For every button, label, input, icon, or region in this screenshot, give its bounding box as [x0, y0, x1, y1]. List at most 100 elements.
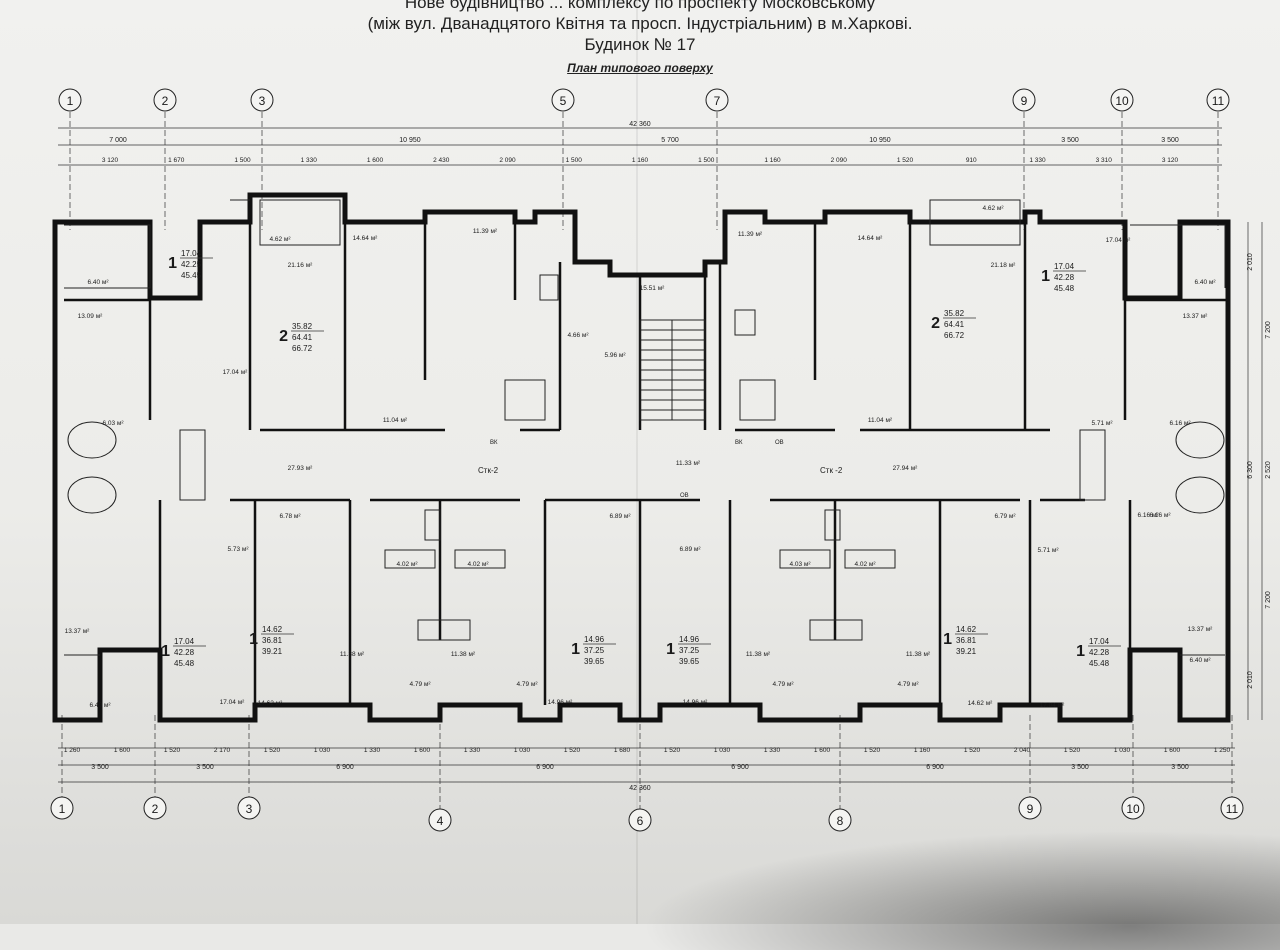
apartment-room-count: 1 — [571, 641, 580, 658]
outer-wall — [52, 192, 1231, 723]
dim-bottom-1: 1 330 — [464, 747, 481, 754]
room-area: 11.38 м² — [906, 651, 931, 658]
dim-bottom-2: 3 500 — [1071, 764, 1089, 771]
room-area: 4.02 м² — [467, 561, 489, 568]
room-area: 6.78 м² — [279, 513, 301, 520]
title-line-3: Будинок № 17 — [584, 35, 696, 54]
apartment-area-c: 66.72 — [944, 331, 965, 340]
dim-bottom-1: 1 030 — [314, 747, 331, 754]
axis-label-bottom: 3 — [246, 802, 253, 816]
dim-bottom-2: 6 900 — [536, 764, 554, 771]
dim-right: 7 200 — [1265, 321, 1272, 339]
dim-top-3: 1 330 — [1029, 157, 1046, 164]
apartment-area-c: 39.21 — [956, 647, 977, 656]
ov-label-2: ОВ — [680, 493, 689, 499]
apartment-area-c: 45.48 — [1089, 659, 1110, 668]
dim-bottom-1: 1 600 — [814, 747, 831, 754]
room-area: 15.51 м² — [640, 285, 666, 292]
vk-label-1: ВК — [490, 440, 498, 446]
axis-marker-bottom — [1121, 796, 1145, 820]
room-area: 5.96 м² — [604, 352, 626, 359]
dim-bottom-1: 1 520 — [964, 747, 981, 754]
dim-top-3: 2 090 — [831, 157, 848, 164]
vk-label-2: ВК — [735, 440, 743, 446]
dim-top-2: 5 700 — [661, 137, 679, 144]
room-area: 6.40 м² — [89, 702, 111, 709]
room-area: 21.16 м² — [288, 262, 314, 269]
dim-right: 2 520 — [1265, 461, 1272, 479]
axis-marker-top — [551, 88, 575, 112]
axis-label-top: 7 — [714, 94, 721, 108]
axis-marker-bottom — [50, 796, 74, 820]
apartment-room-count: 1 — [249, 631, 258, 648]
axis-marker-top — [705, 88, 729, 112]
room-area: 11.38 м² — [340, 651, 365, 658]
round-bath-left-2 — [67, 476, 117, 514]
room-area: 6.16 м² — [1149, 512, 1171, 519]
apartment-area-a: 17.04 — [1089, 637, 1110, 646]
room-area: 14.96 м² — [683, 699, 709, 706]
axis-marker-bottom — [1220, 796, 1244, 820]
ov-label-1: ОВ — [775, 440, 784, 446]
apartment-area-a: 35.82 — [944, 309, 965, 318]
dim-bottom-1: 1 250 — [1214, 747, 1231, 754]
stk-right-label: Стк -2 — [820, 466, 843, 475]
room-area: 17.04 м² — [223, 369, 249, 376]
apartment-area-b: 37.25 — [584, 646, 605, 655]
room-area: 6.16 м² — [1137, 512, 1159, 519]
axis-label-top: 5 — [560, 94, 567, 108]
room-area: 17.04 м² — [220, 699, 246, 706]
apartment-area-a: 14.62 — [262, 625, 283, 634]
ventilation-shafts — [417, 274, 863, 641]
dim-top-3: 2 430 — [433, 157, 450, 164]
room-area: 4.62 м² — [269, 236, 291, 243]
round-bath-right — [1175, 421, 1225, 459]
axis-marker-top — [1110, 88, 1134, 112]
axis-label-bottom: 11 — [1226, 802, 1239, 816]
room-area: 6.40 м² — [87, 279, 109, 286]
title-line-2: (між вул. Дванадцятого Квітня та просп. … — [367, 14, 913, 33]
dim-bottom-1: 1 330 — [764, 747, 781, 754]
apartment-area-a: 35.82 — [292, 322, 313, 331]
room-area: 11.38 м² — [746, 651, 771, 658]
dim-top-2: 10 950 — [399, 137, 421, 144]
dimension-lines — [58, 127, 1263, 783]
dim-bottom-1: 1 520 — [564, 747, 581, 754]
apartment-area-a: 17.04 — [181, 249, 202, 258]
room-area: 11.38 м² — [451, 651, 476, 658]
dim-bottom-2: 3 500 — [1171, 764, 1189, 771]
axis-marker-bottom — [428, 808, 452, 832]
axis-label-bottom: 8 — [837, 814, 844, 828]
room-area: 13.37 м² — [65, 628, 91, 635]
dim-bottom-1: 1 030 — [514, 747, 531, 754]
dim-top-2: 10 950 — [869, 137, 891, 144]
round-bath-right-2 — [1175, 476, 1225, 514]
dim-top-3: 1 160 — [632, 157, 649, 164]
room-area: 6.79 м² — [994, 513, 1016, 520]
axis-label-bottom: 6 — [637, 814, 644, 828]
title-line-1: Нове будівництво ... комплексу по проспе… — [404, 0, 876, 12]
room-area: 4.02 м² — [854, 561, 876, 568]
dim-top-3: 1 500 — [698, 157, 715, 164]
dim-bottom-1: 1 520 — [1064, 747, 1081, 754]
room-area: 5.71 м² — [1037, 547, 1059, 554]
dim-right: 6 300 — [1247, 461, 1254, 479]
end-gallery-left — [179, 429, 206, 501]
apartment-area-b: 64.41 — [292, 333, 313, 342]
dim-total-top: 42 360 — [629, 121, 651, 128]
dim-bottom-1: 1 600 — [114, 747, 131, 754]
apartment-room-count: 1 — [943, 631, 952, 648]
dim-top-3: 910 — [966, 157, 977, 164]
room-area: 14.64 м² — [353, 235, 379, 242]
room-area: 5.71 м² — [1091, 420, 1113, 427]
dim-bottom-2: 6 900 — [731, 764, 749, 771]
dim-bottom-2: 3 500 — [196, 764, 214, 771]
room-area: 11.39 м² — [738, 231, 763, 238]
